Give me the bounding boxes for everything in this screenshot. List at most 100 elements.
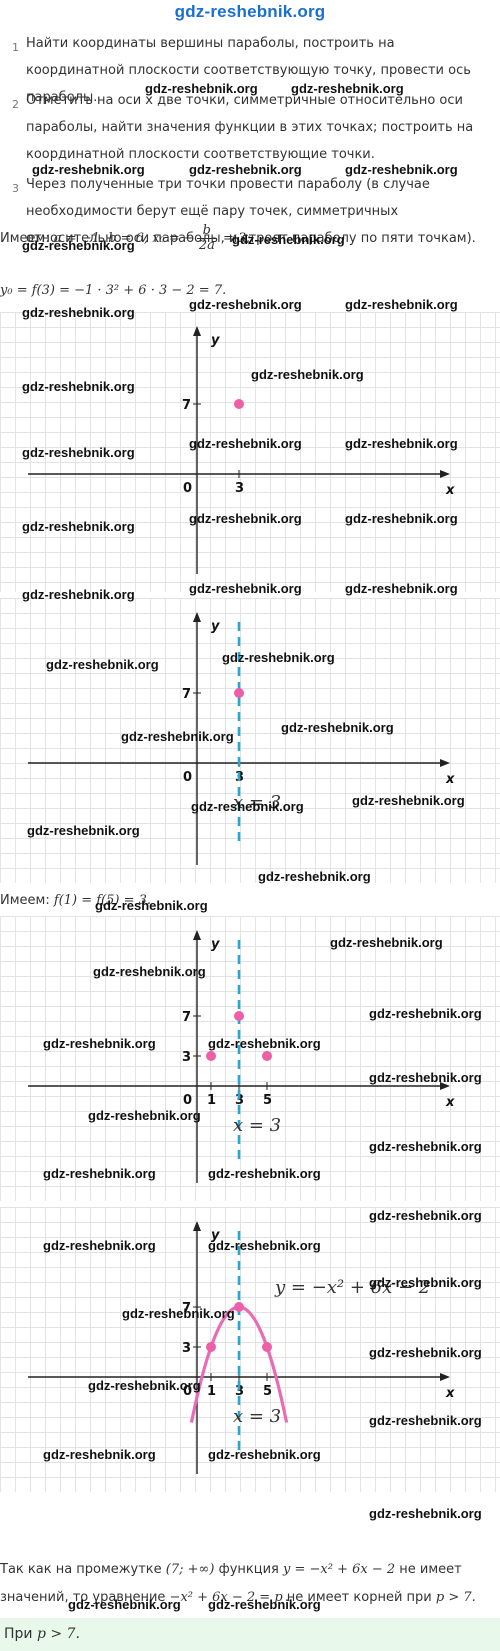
watermark: gdz-reshebnik.org: [22, 305, 135, 320]
x-tick-label: 3: [235, 1384, 244, 1399]
watermark: gdz-reshebnik.org: [46, 657, 159, 672]
watermark: gdz-reshebnik.org: [345, 581, 458, 596]
x-tick-label: 5: [263, 1384, 272, 1399]
watermark: gdz-reshebnik.org: [330, 935, 443, 950]
conclusion-text: функция: [218, 1562, 279, 1577]
watermark: gdz-reshebnik.org: [369, 1413, 482, 1428]
y-axis-label: y: [211, 1228, 220, 1243]
origin-label: 0: [183, 1093, 192, 1108]
watermark: gdz-reshebnik.org: [145, 81, 258, 96]
watermark: gdz-reshebnik.org: [258, 869, 371, 884]
watermark: gdz-reshebnik.org: [251, 367, 364, 382]
watermark: gdz-reshebnik.org: [369, 1275, 482, 1290]
watermark: gdz-reshebnik.org: [121, 729, 234, 744]
watermark: gdz-reshebnik.org: [191, 799, 304, 814]
watermark: gdz-reshebnik.org: [22, 587, 135, 602]
step-3-text: Через полученные три точки провести пара…: [26, 177, 476, 246]
watermark: gdz-reshebnik.org: [222, 650, 335, 665]
site-title: gdz-reshebnik.org: [174, 2, 326, 21]
x-axis-arrow: [440, 470, 450, 478]
graph-point: [262, 1051, 272, 1061]
conclusion-text: не имеет: [399, 1562, 462, 1577]
step-2-number: 2: [12, 98, 19, 111]
symmetry-axis-label: x = 3: [233, 1115, 281, 1136]
conclusion-text: не имеет корней при: [286, 1590, 432, 1605]
watermark: gdz-reshebnik.org: [369, 1070, 482, 1085]
watermark: gdz-reshebnik.org: [291, 81, 404, 96]
graph-point: [206, 1342, 216, 1352]
y-tick-label: 3: [182, 1050, 191, 1065]
y-tick-label: 7: [182, 687, 191, 702]
watermark: gdz-reshebnik.org: [189, 297, 302, 312]
watermark: gdz-reshebnik.org: [27, 823, 140, 838]
origin-label: 0: [183, 481, 192, 496]
answer-box: При p > 7.: [0, 1618, 500, 1651]
conclusion-text: Так как на промежутке: [0, 1562, 162, 1577]
fraction-denominator: 2a: [198, 238, 215, 253]
watermark: gdz-reshebnik.org: [22, 238, 135, 253]
x-tick-label: 3: [235, 1093, 244, 1108]
watermark: gdz-reshebnik.org: [208, 1597, 321, 1612]
watermark: gdz-reshebnik.org: [68, 1597, 181, 1612]
formula-prefix: Имеем:: [0, 893, 50, 908]
answer-condition: p > 7.: [36, 1626, 80, 1642]
conclusion-line-2: значений, то уравнение −x² + 6x − 2 = p …: [0, 1590, 476, 1605]
watermark: gdz-reshebnik.org: [208, 1447, 321, 1462]
x-tick-label: 3: [235, 481, 244, 496]
watermark: gdz-reshebnik.org: [22, 445, 135, 460]
conclusion-line-1: Так как на промежутке (7; +∞) функция y …: [0, 1562, 462, 1577]
x-axis-arrow: [440, 759, 450, 767]
step-3-number: 3: [12, 182, 19, 195]
watermark: gdz-reshebnik.org: [345, 511, 458, 526]
formula-tail: = 3;: [222, 231, 251, 246]
watermark: gdz-reshebnik.org: [369, 1208, 482, 1223]
conclusion-interval: (7; +∞): [165, 1562, 215, 1577]
watermark: gdz-reshebnik.org: [369, 1345, 482, 1360]
y-axis-arrow: [193, 612, 201, 622]
graph-point: [234, 399, 244, 409]
watermark: gdz-reshebnik.org: [43, 1036, 156, 1051]
symmetry-axis-label: x = 3: [233, 792, 281, 813]
step-1-text: Найти координаты вершины параболы, постр…: [26, 36, 471, 105]
watermark: gdz-reshebnik.org: [32, 162, 145, 177]
watermark: gdz-reshebnik.org: [95, 898, 208, 913]
conclusion-function: y = −x² + 6x − 2: [283, 1562, 396, 1577]
watermark: gdz-reshebnik.org: [189, 511, 302, 526]
watermark: gdz-reshebnik.org: [281, 720, 394, 735]
fraction-numerator: b: [196, 224, 217, 239]
y-axis-label: y: [211, 333, 220, 348]
watermark: gdz-reshebnik.org: [88, 1378, 201, 1393]
x-tick-label: 5: [263, 1093, 272, 1108]
y-axis-arrow: [193, 930, 201, 940]
x-axis-arrow: [440, 1082, 450, 1090]
formula-symmetric: Имеем: f(1) = f(5) = 3.: [0, 893, 151, 908]
y-axis-label: y: [211, 619, 220, 634]
formula-vertex-y: y₀ = f(3) = −1 · 3² + 6 · 3 − 2 = 7.: [0, 283, 227, 298]
watermark: gdz-reshebnik.org: [43, 1166, 156, 1181]
watermark: gdz-reshebnik.org: [93, 964, 206, 979]
graph-point: [234, 1302, 244, 1312]
conclusion-text: значений, то уравнение: [0, 1590, 166, 1605]
watermark: gdz-reshebnik.org: [352, 793, 465, 808]
watermark: gdz-reshebnik.org: [369, 1006, 482, 1021]
watermark: gdz-reshebnik.org: [345, 436, 458, 451]
graph-point: [234, 688, 244, 698]
formula-prefix: Имеем:: [0, 231, 50, 246]
watermark: gdz-reshebnik.org: [369, 1139, 482, 1154]
y-tick-label: 7: [182, 398, 191, 413]
x-axis-label: x: [445, 1095, 455, 1110]
conclusion-equation: −x² + 6x − 2 = p: [169, 1590, 283, 1605]
graph-point: [262, 1342, 272, 1352]
conclusion-condition: p > 7.: [435, 1590, 476, 1605]
watermark: gdz-reshebnik.org: [43, 1238, 156, 1253]
formula-expr: f(1) = f(5) = 3.: [53, 893, 152, 908]
watermark: gdz-reshebnik.org: [345, 162, 458, 177]
y-axis-arrow: [193, 326, 201, 336]
x-tick-label: 1: [207, 1093, 216, 1108]
